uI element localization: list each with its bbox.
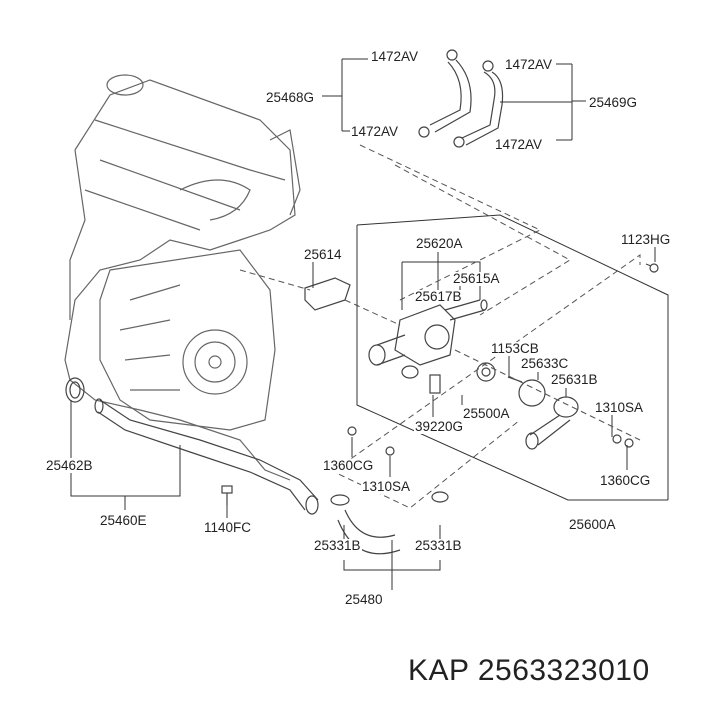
label-25469g: 25469G [588,95,639,110]
label-1153cb: 1153CB [490,341,540,356]
label-1123hg: 1123HG [620,232,672,247]
assembly-bracket-25600a [356,214,669,501]
part-number-caption: KAP 2563323010 [408,654,650,687]
sensor-39220g [429,374,441,394]
label-25460e: 25460E [99,513,148,528]
label-1472av-bottom-right: 1472AV [494,137,544,152]
dashed-guide-lines [239,144,641,509]
engine-block-illustration [64,74,301,481]
lower-hose-25480 [330,491,449,555]
label-25620a: 25620A [415,236,464,251]
label-25331b-right: 25331B [414,538,463,553]
label-1472av-top-right: 1472AV [504,57,554,72]
label-25615a: 25615A [452,271,501,286]
label-1472av-top-left: 1472AV [370,49,420,64]
leader-lines [70,58,656,590]
label-25633c: 25633C [520,356,570,371]
label-1472av-bottom-left: 1472AV [350,124,400,139]
gasket-25633c [518,379,546,407]
label-39220g: 39220G [414,419,465,434]
label-25500a: 25500A [462,406,511,421]
label-1360cg-right: 1360CG [599,473,652,488]
small-fasteners [347,263,659,456]
inlet-pipe-25460e [94,398,319,515]
label-25614: 25614 [303,247,343,262]
label-25468g: 25468G [265,90,316,105]
label-1360cg-left: 1360CG [322,458,375,473]
label-25462b: 25462B [45,458,94,473]
label-25480: 25480 [344,592,384,607]
thermostat-25500a [476,362,496,382]
o-ring-25462b [65,377,85,403]
water-housing-25620a [368,299,488,379]
label-25631b: 25631B [550,372,599,387]
gasket-25614 [304,277,351,311]
upper-hoses-25468g-25469g [418,49,504,148]
bolt-1140fc [221,485,233,505]
label-25331b-left: 25331B [313,538,362,553]
thermostat-cover-25631b [525,396,579,450]
label-1310sa-right: 1310SA [594,400,645,415]
label-1140fc: 1140FC [203,520,253,535]
label-1310sa-left: 1310SA [361,479,412,494]
label-25617b: 25617B [414,289,463,304]
label-25600a: 25600A [568,517,617,532]
